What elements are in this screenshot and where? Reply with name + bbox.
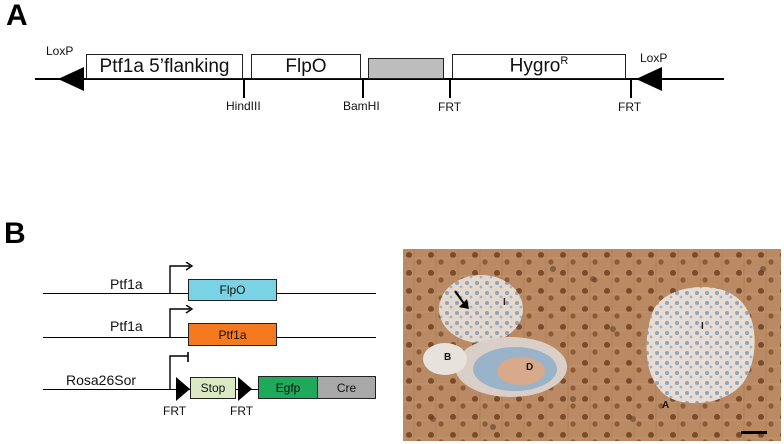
histology-label-islet1: I xyxy=(503,297,506,308)
histology-micrograph: I I B D A xyxy=(403,249,781,441)
frt1-label: FRT xyxy=(438,100,462,114)
egfp-label: Egfp xyxy=(275,380,301,395)
row1-flpo-label: FlpO xyxy=(219,283,246,297)
loxp-right-label: LoxP xyxy=(640,51,668,65)
rosa-frt1-label: FRT xyxy=(163,404,187,418)
hygro-superscript: R xyxy=(560,55,569,68)
cre-box: Cre xyxy=(317,376,376,399)
frt1-tick xyxy=(449,79,451,98)
frt-right-triangle xyxy=(238,377,252,401)
panel-a-label: A xyxy=(6,0,28,32)
histology-label-d: D xyxy=(526,362,534,373)
histology-label-a: A xyxy=(662,400,670,411)
row1-gene-label: Ptf1a xyxy=(110,276,143,292)
loxp-left-triangle xyxy=(58,67,84,91)
stop-label: Stop xyxy=(200,381,226,395)
bamhi-tick xyxy=(362,79,364,98)
histology-image xyxy=(403,249,781,441)
row1-flpo-box: FlpO xyxy=(188,279,277,301)
histology-label-b: B xyxy=(444,352,452,363)
loxp-right-triangle xyxy=(636,67,662,91)
grey-box xyxy=(368,58,444,79)
frt2-label: FRT xyxy=(618,100,642,114)
panel-b-label: B xyxy=(4,217,26,250)
flpo-label-a: FlpO xyxy=(285,55,327,77)
hindiii-tick xyxy=(243,79,245,98)
row2-ptf1a-box: Ptf1a xyxy=(188,323,277,346)
row2-gene-label: Ptf1a xyxy=(110,318,143,334)
frt2-tick xyxy=(630,79,632,98)
stop-box: Stop xyxy=(190,377,236,399)
cre-label: Cre xyxy=(336,380,357,395)
rosa-frt2-label: FRT xyxy=(230,404,254,418)
hygro-box: HygroR xyxy=(452,54,626,79)
row3-gene-label: Rosa26Sor xyxy=(66,372,137,388)
frt-left-triangle xyxy=(176,377,190,401)
row2-ptf1a-label: Ptf1a xyxy=(218,327,247,342)
row1-promoter-arrow xyxy=(169,262,194,293)
panel-a-backbone xyxy=(35,78,724,80)
hygro-text: Hygro xyxy=(509,55,561,77)
bamhi-label: BamHI xyxy=(343,99,380,113)
ptf1a-flanking-label: Ptf1a 5’flanking xyxy=(99,55,230,77)
loxp-left-label: LoxP xyxy=(46,44,74,58)
hindiii-label: HindIII xyxy=(226,99,261,113)
hygro-label: HygroR xyxy=(510,55,569,77)
ptf1a-flanking-box: Ptf1a 5’flanking xyxy=(86,54,243,79)
row2-promoter-arrow xyxy=(169,305,194,337)
histology-label-islet2: I xyxy=(701,321,704,332)
row3-blocked-promoter xyxy=(169,352,189,390)
flpo-box-a: FlpO xyxy=(251,54,361,79)
egfp-box: Egfp xyxy=(258,376,318,399)
